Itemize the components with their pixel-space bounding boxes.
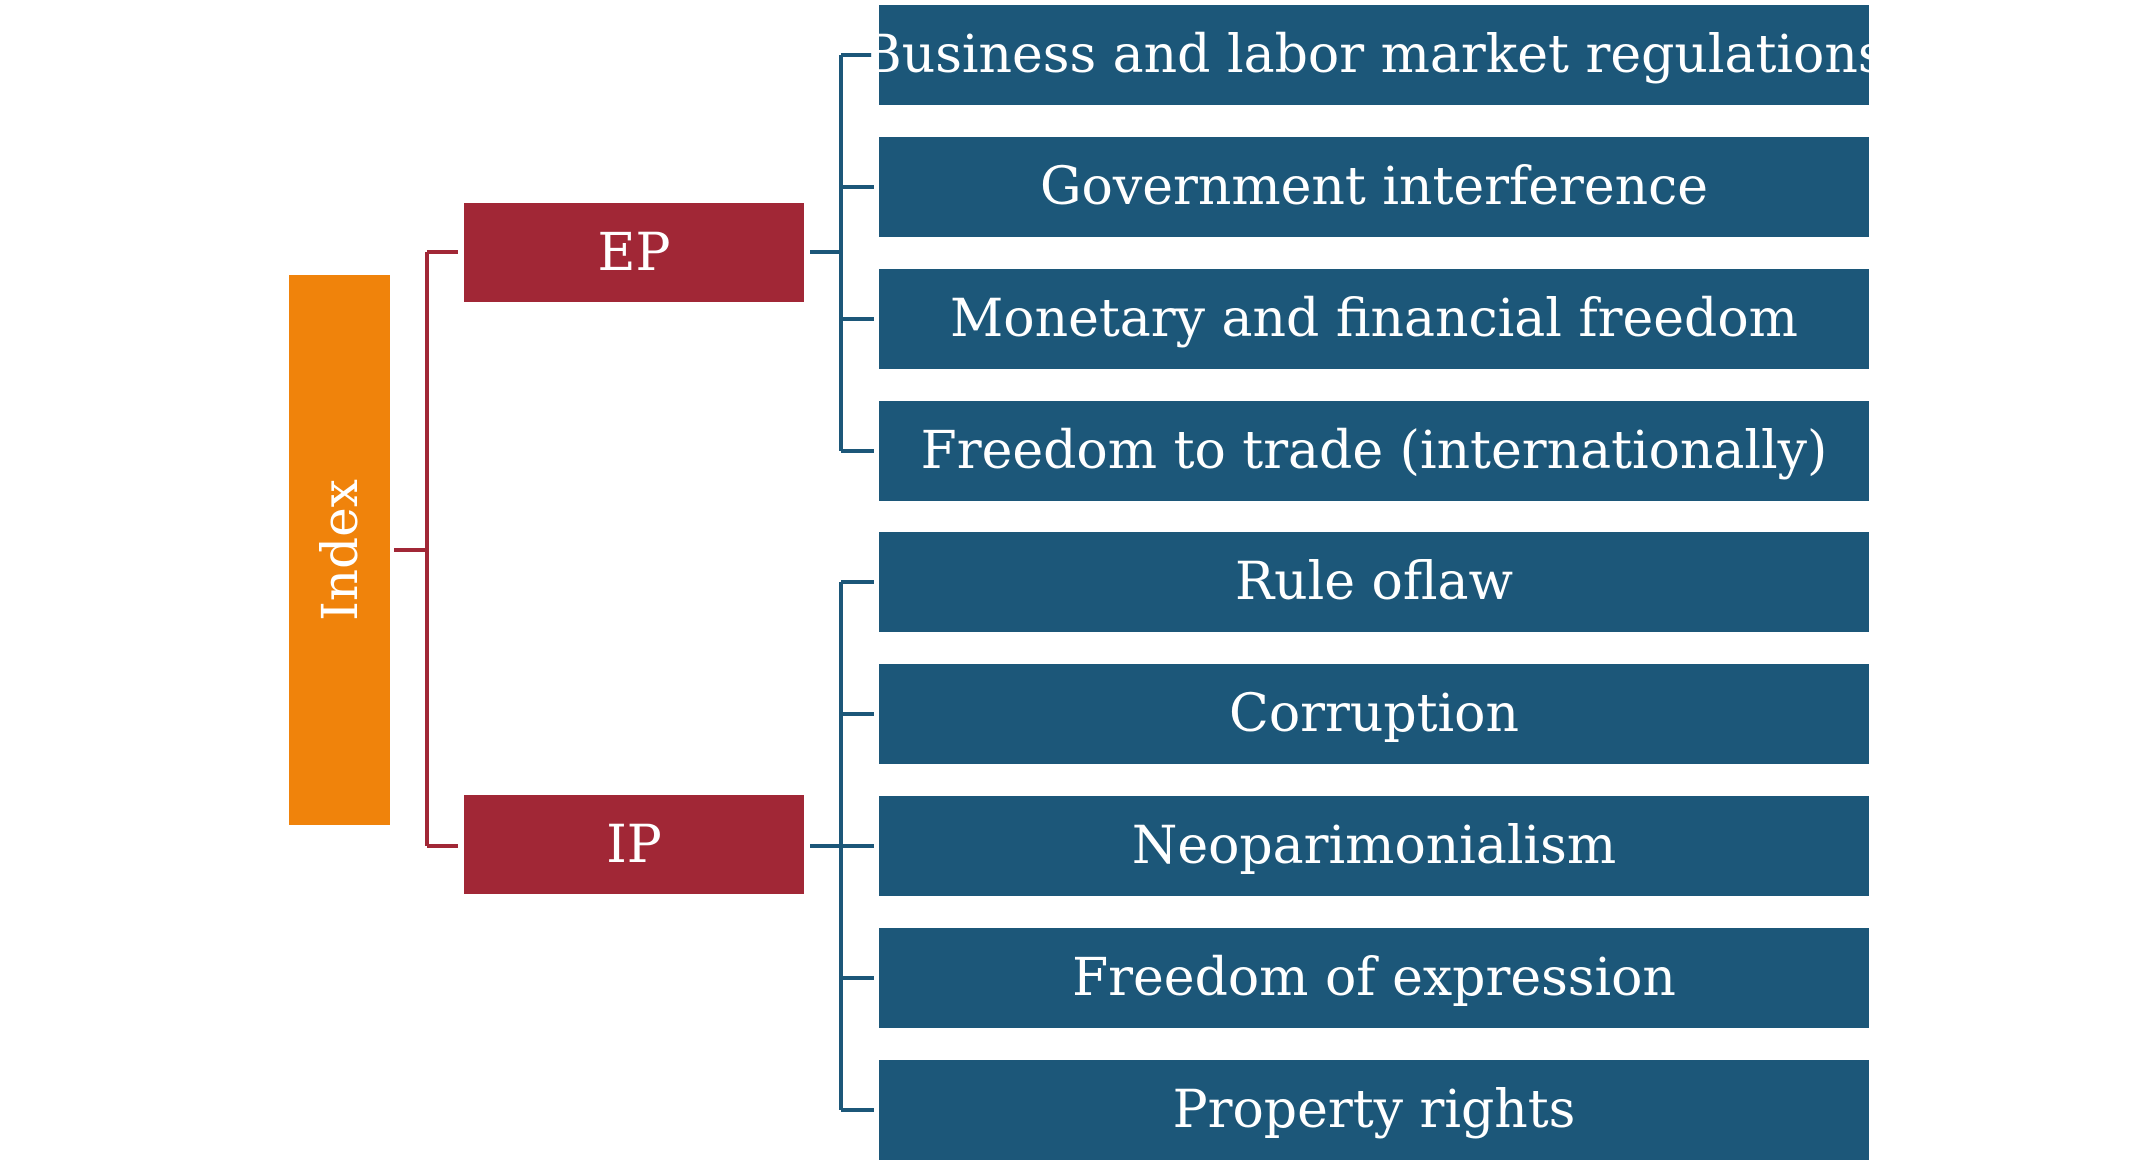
group-node-ip: IP <box>464 795 804 894</box>
root-connectors <box>394 250 458 848</box>
item-property-rights: Property rights <box>879 1060 1869 1160</box>
item-government-interference: Government interference <box>879 137 1869 237</box>
ep-connectors <box>810 53 874 453</box>
ip-connectors <box>810 580 874 1112</box>
item-business-labor-regulations: Business and labor market regulations <box>863 5 1885 105</box>
index-label: Index <box>310 479 369 621</box>
item-monetary-financial-freedom: Monetary and financial freedom <box>879 269 1869 369</box>
item-rule-of-law: Rule oflaw <box>879 532 1869 632</box>
item-corruption: Corruption <box>879 664 1869 764</box>
item-neopatrimonialism: Neoparimonialism <box>879 796 1869 896</box>
group-node-ep: EP <box>464 203 804 302</box>
index-node: Index <box>289 275 390 825</box>
item-freedom-of-expression: Freedom of expression <box>879 928 1869 1028</box>
item-freedom-to-trade: Freedom to trade (internationally) <box>879 401 1869 501</box>
